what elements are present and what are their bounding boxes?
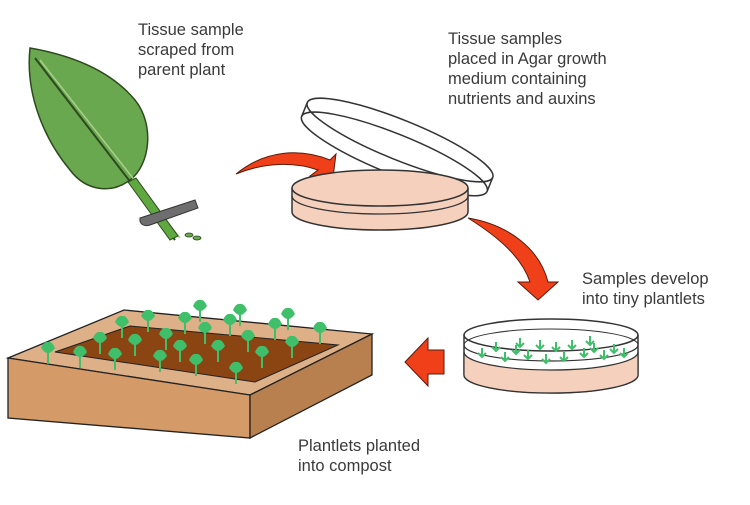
tiny-plantlet-icon: [585, 336, 595, 347]
tiny-plantlet-icon: [619, 348, 629, 359]
step-4-line-2: into compost: [298, 457, 392, 475]
plantlet-icon: [233, 303, 247, 326]
plantlet-icon: [268, 317, 282, 340]
tiny-plantlet-icon: [579, 348, 589, 359]
plantlet-icon: [141, 309, 155, 332]
step-2-label: Tissue samples placed in Agar growth med…: [448, 29, 607, 109]
petri-dish-with-plantlets-icon: [463, 318, 639, 394]
tiny-plantlet-icon: [535, 340, 545, 351]
tiny-plantlet-icon: [491, 342, 501, 353]
step-1-line-1: Tissue sample: [138, 21, 244, 39]
tray-plantlets: [41, 299, 327, 384]
plantlet-icon: [128, 333, 142, 356]
tiny-plantlet-icon: [511, 345, 521, 356]
step-3-line-2: into tiny plantlets: [582, 290, 705, 308]
arrow-3: [404, 336, 445, 388]
plantlet-icon: [178, 311, 192, 334]
plantlet-icon: [193, 299, 207, 322]
petri-dish-icon: [291, 97, 494, 231]
step-2-line-2: placed in Agar growth: [448, 50, 607, 68]
plantlet-icon: [223, 313, 237, 336]
dish-plantlets: [477, 336, 629, 365]
plantlet-icon: [313, 321, 327, 344]
step-4-label: Plantlets planted into compost: [298, 436, 420, 476]
plantlet-icon: [189, 353, 203, 376]
leaf-icon: [28, 47, 202, 241]
step-2-line-4: nutrients and auxins: [448, 90, 596, 108]
arrow-1: [235, 152, 337, 186]
plantlet-icon: [211, 339, 225, 362]
plantlet-icon: [153, 349, 167, 372]
plantlet-icon: [73, 345, 87, 368]
step-3-label: Samples develop into tiny plantlets: [582, 269, 709, 309]
plantlet-icon: [173, 339, 187, 362]
plantlet-icon: [229, 361, 243, 384]
plantlet-icon: [281, 307, 295, 330]
seed-tray-icon: [5, 299, 375, 440]
step-3-line-1: Samples develop: [582, 270, 709, 288]
step-1-line-2: scraped from: [138, 41, 235, 59]
plantlet-icon: [159, 327, 173, 350]
tiny-plantlet-icon: [523, 350, 533, 361]
plantlet-icon: [198, 321, 212, 344]
step-1-label: Tissue sample scraped from parent plant: [138, 20, 244, 80]
tiny-plantlet-icon: [541, 354, 551, 365]
plantlet-icon: [41, 341, 55, 364]
tiny-plantlet-icon: [567, 340, 577, 351]
tiny-plantlet-icon: [500, 352, 510, 363]
step-4-line-1: Plantlets planted: [298, 437, 421, 455]
tiny-plantlet-icon: [551, 342, 561, 353]
plantlet-icon: [108, 347, 122, 370]
tiny-plantlet-icon: [599, 350, 609, 361]
plantlet-icon: [241, 329, 255, 352]
step-2-line-1: Tissue samples: [448, 30, 563, 48]
step-2-line-3: medium containing: [448, 70, 587, 88]
arrow-2: [467, 217, 560, 301]
scalpel-icon: [139, 199, 199, 227]
tiny-plantlet-icon: [515, 338, 525, 349]
tiny-plantlet-icon: [609, 344, 619, 355]
tiny-plantlet-icon: [477, 348, 487, 359]
tissue-sample-icon: [184, 232, 202, 241]
plantlet-icon: [285, 335, 299, 358]
tiny-plantlet-icon: [589, 343, 599, 354]
step-1-line-3: parent plant: [138, 61, 226, 79]
plantlet-icon: [255, 345, 269, 368]
plantlet-icon: [115, 315, 129, 338]
tiny-plantlet-icon: [559, 352, 569, 363]
plantlet-icon: [93, 331, 107, 354]
